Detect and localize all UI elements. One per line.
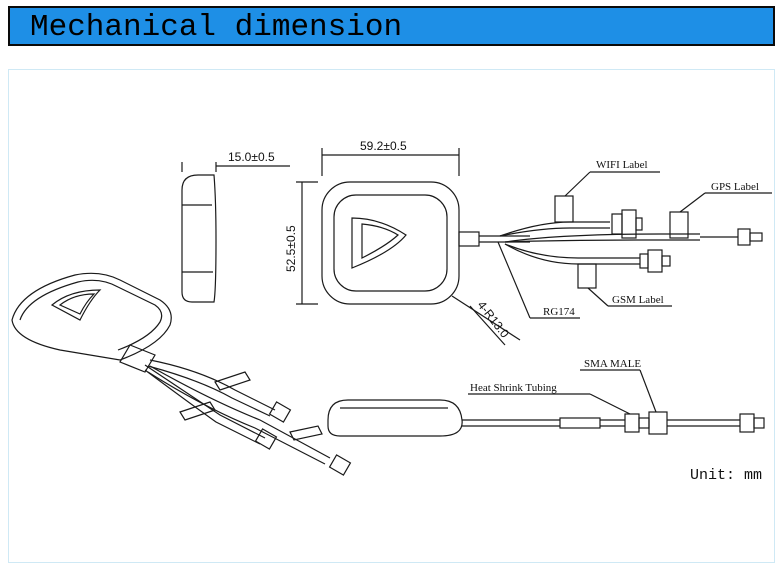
isometric-view bbox=[11, 272, 352, 476]
wifi-label-callout: WIFI Label bbox=[596, 159, 648, 171]
top-view-body bbox=[296, 148, 521, 346]
cable-type-callout: RG174 bbox=[543, 306, 575, 318]
thickness-dimension: 15.0±0.5 bbox=[228, 150, 275, 164]
top-view-cables bbox=[458, 171, 772, 319]
gsm-label-callout: GSM Label bbox=[612, 294, 664, 306]
unit-note: Unit: mm bbox=[690, 467, 762, 484]
section-header-banner: Mechanical dimension bbox=[8, 6, 775, 46]
width-dimension: 59.2±0.5 bbox=[360, 139, 407, 153]
side-profile-view bbox=[327, 369, 765, 437]
gps-label-callout: GPS Label bbox=[711, 181, 759, 193]
height-dimension: 52.5±0.5 bbox=[284, 225, 298, 272]
heat-shrink-callout: Heat Shrink Tubing bbox=[470, 382, 557, 394]
side-view bbox=[181, 162, 290, 303]
section-title: Mechanical dimension bbox=[30, 10, 403, 45]
corner-radius-dimension: 4-R13.0 bbox=[475, 298, 513, 341]
connector-callout: SMA MALE bbox=[584, 358, 641, 370]
drawing-panel bbox=[8, 69, 775, 563]
